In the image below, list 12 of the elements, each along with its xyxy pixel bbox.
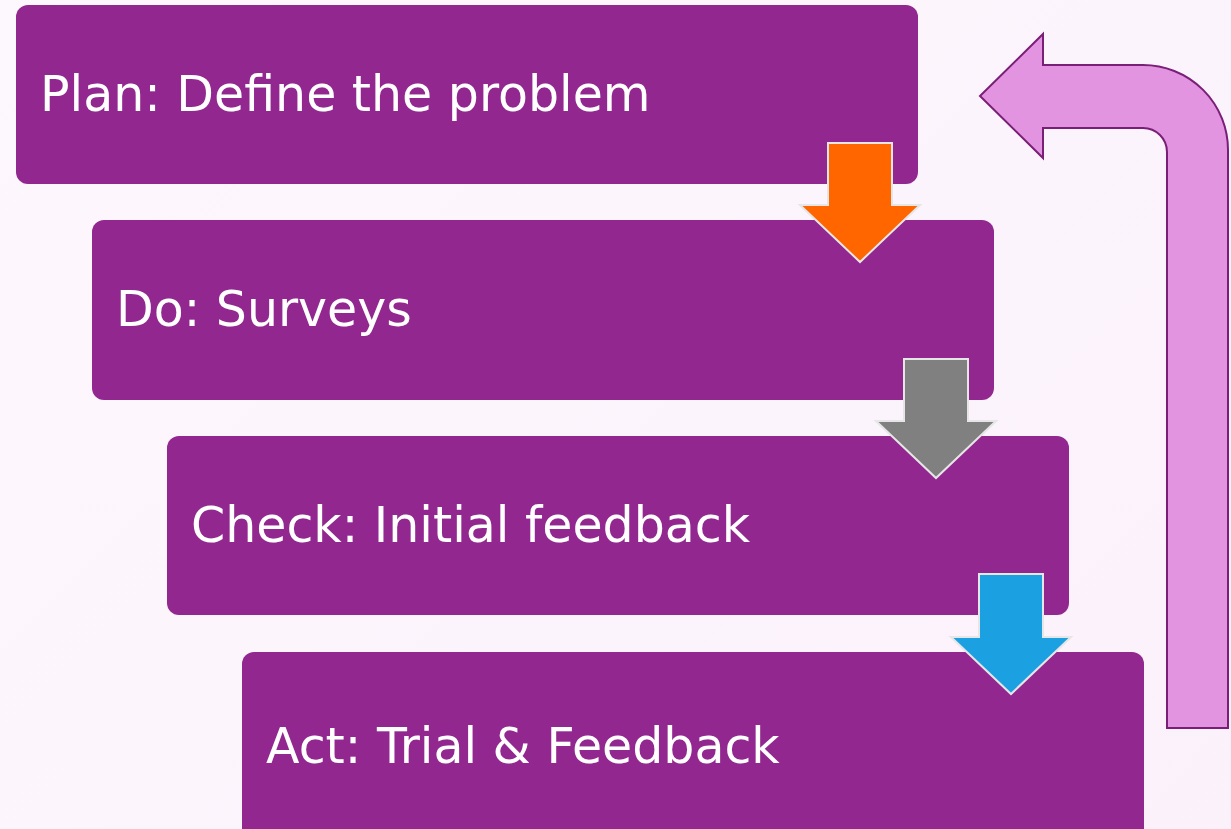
- process-box: [242, 652, 1144, 829]
- step-label: Act: Trial & Feedback: [266, 720, 780, 774]
- block-arrow: [948, 573, 1074, 696]
- step-label: Plan: Define the problem: [40, 67, 651, 122]
- process-box: [16, 5, 918, 184]
- block-arrow: [873, 358, 999, 480]
- block-arrow: [797, 142, 923, 264]
- step-label: Do: Surveys: [116, 283, 412, 337]
- process-box: [92, 220, 994, 400]
- block-arrow: [979, 33, 1229, 729]
- process-box: [167, 436, 1069, 615]
- step-label: Check: Initial feedback: [191, 498, 751, 553]
